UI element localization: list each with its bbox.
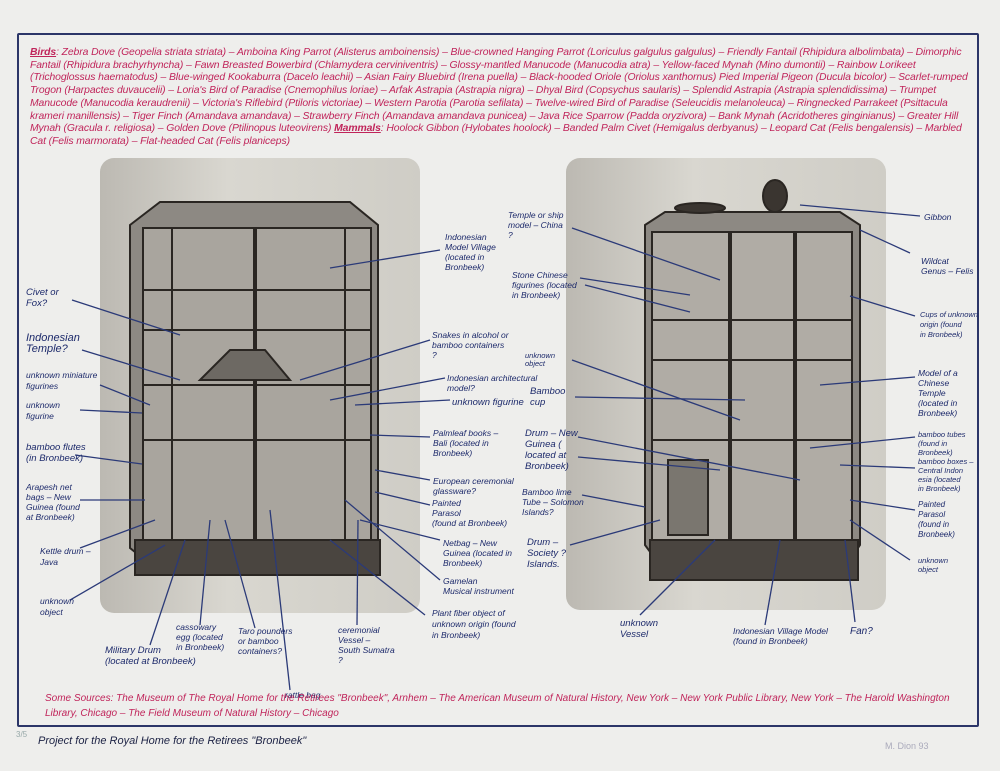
birds-heading: Birds	[30, 47, 57, 58]
label-unknown-object-middle: unknown object	[525, 351, 556, 368]
label-plant-fiber-object: Plant fiber object of unknown origin (fo…	[432, 608, 516, 640]
label-drum-new-guinea: Drum – New Guinea ( located at Bronbeek)	[525, 428, 578, 472]
label-gamelan: Gamelan Musical instrument	[443, 576, 514, 596]
label-bamboo-lime-tube: Bamboo lime Tube – Solomon Islands?	[522, 487, 584, 517]
label-arapesh-net-bags: Arapesh net bags – New Guinea (found at …	[26, 482, 80, 522]
label-drum-society-islands: Drum – Society ? Islands.	[527, 537, 567, 570]
label-gibbon: Gibbon	[924, 212, 952, 222]
label-architectural-model: Indonesian architectural model?	[447, 373, 538, 393]
label-military-drum: Military Drum (located at Bronbeek)	[105, 645, 196, 667]
label-indonesian-temple: Indonesian Temple?	[26, 332, 80, 355]
edition-number: 3/5	[16, 730, 28, 739]
label-cassowary-egg: cassowary egg (located in Bronbeek)	[176, 622, 225, 652]
label-stone-chinese-figurines: Stone Chinese figurines (located in Bron…	[512, 270, 577, 300]
label-european-glassware: European ceremonial glassware?	[433, 476, 514, 496]
label-unknown-vessel: unknown Vessel	[620, 618, 659, 640]
birds-list: : Zebra Dove (Geopelia striata striata) …	[30, 47, 968, 135]
label-unknown-figurine-middle: unknown figurine	[452, 397, 524, 408]
label-chinese-temple-model: Model of a Chinese Temple (located in Br…	[918, 368, 958, 418]
label-bamboo-cup: Bamboo cup	[530, 386, 566, 408]
label-cups-unknown-origin: Cups of unknown origin (found in Bronbee…	[920, 310, 978, 339]
hand-drawn-border	[17, 33, 979, 727]
label-kettle-drum: Kettle drum – Java	[40, 546, 91, 567]
left-display-cabinet	[129, 201, 381, 576]
label-miniature-figurines: unknown miniature figurines	[26, 370, 98, 391]
right-display-cabinet	[644, 179, 861, 581]
mammals-heading: Mammals	[334, 123, 381, 135]
print-caption: Project for the Royal Home for the Retir…	[38, 735, 307, 747]
label-fan: Fan?	[850, 626, 873, 637]
label-painted-parasol-right: Painted Parasol (found in Bronbeek)	[918, 500, 955, 539]
label-bamboo-flutes: bamboo flutes (in Bronbeek)	[26, 442, 86, 464]
label-indonesian-village-model: Indonesian Village Model (found in Bronb…	[733, 626, 828, 646]
label-snakes-in-alcohol: Snakes in alcohol or bamboo containers ?	[432, 330, 509, 360]
species-list: Birds: Zebra Dove (Geopelia striata stri…	[30, 47, 975, 149]
label-taro-pounders: Taro pounders or bamboo containers?	[238, 626, 293, 656]
leader-lines	[69, 204, 921, 691]
label-bamboo-tubes: bamboo tubes (found in Bronbeek)	[918, 430, 966, 457]
label-rattle-bag: rattle bag	[285, 690, 321, 700]
label-netbag: Netbag – New Guinea (located in Bronbeek…	[443, 538, 512, 568]
label-temple-or-ship-model: Temple or ship model – China ?	[508, 210, 564, 240]
label-bamboo-boxes: bamboo boxes – Central Indon esia (locat…	[918, 457, 974, 493]
label-ceremonial-vessel: ceremonial Vessel – South Sumatra ?	[338, 625, 395, 665]
label-painted-parasol-left: Painted Parasol (found at Bronbeek)	[432, 498, 508, 528]
artist-signature: M. Dion 93	[885, 741, 929, 751]
label-palmleaf-books: Palmleaf books – Bali (located in Bronbe…	[433, 428, 499, 458]
label-unknown-figurine-left: unknown figurine	[26, 400, 61, 421]
mammals-list: : Hoolock Gibbon (Hylobates hoolock) – B…	[30, 123, 962, 147]
label-indonesian-model-village: Indonesian Model Village (located in Bro…	[445, 232, 496, 272]
sources-note: Some Sources: The Museum of The Royal Ho…	[45, 693, 950, 719]
label-unknown-object-right: unknown object	[918, 556, 949, 574]
label-wildcat: Wildcat Genus – Felis	[921, 256, 974, 276]
label-unknown-object-left: unknown object	[40, 596, 75, 617]
label-civet-or-fox: Civet or Fox?	[26, 287, 59, 309]
